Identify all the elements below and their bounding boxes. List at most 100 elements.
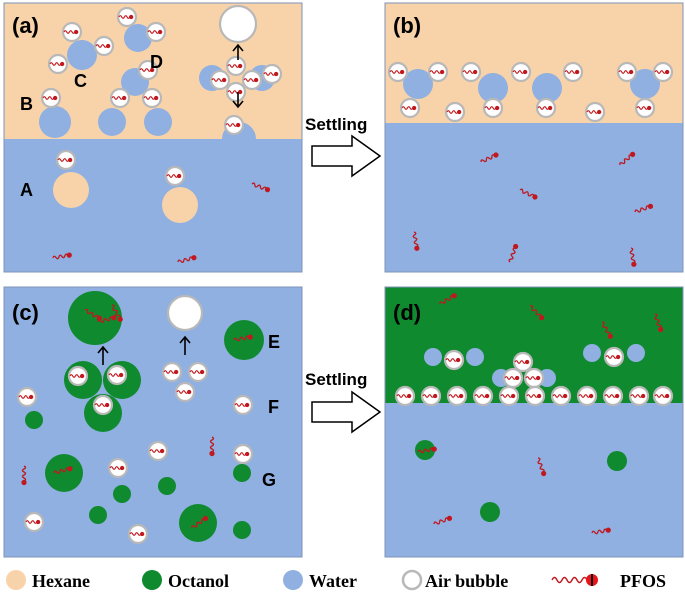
- air-bubble-with-pfos: [446, 385, 468, 407]
- region-label-f: F: [268, 397, 279, 417]
- down-arrow: [232, 92, 244, 109]
- octanol-droplet: [233, 464, 251, 482]
- air-bubble-with-pfos: [109, 87, 131, 109]
- air-bubble-with-pfos: [174, 381, 196, 403]
- air-bubble-with-pfos: [399, 97, 421, 119]
- panel-d-border: [384, 286, 684, 558]
- octanol-droplet: [179, 504, 217, 542]
- air-bubble-with-pfos: [232, 394, 254, 416]
- air-bubble-with-pfos: [634, 97, 656, 119]
- air-bubble-with-pfos: [141, 87, 163, 109]
- air-bubble-with-pfos: [550, 385, 572, 407]
- water-droplet: [403, 69, 433, 99]
- panel-tag-b: (b): [393, 13, 421, 38]
- air-bubble-with-pfos: [603, 346, 625, 368]
- octanol-droplet: [89, 506, 107, 524]
- air-bubble-with-pfos: [652, 61, 674, 83]
- air-bubble-with-pfos: [92, 394, 114, 416]
- air-bubble-with-pfos: [164, 165, 186, 187]
- legend-label-air-bubble: Air bubble: [425, 571, 508, 591]
- air-bubble-with-pfos: [523, 367, 545, 389]
- air-bubble-with-pfos: [61, 21, 83, 43]
- air-bubble-with-pfos: [116, 6, 138, 28]
- octanol-droplet: [480, 502, 500, 522]
- octanol-droplet: [68, 291, 122, 345]
- octanol-droplet: [113, 485, 131, 503]
- legend: Hexane Octanol Water Air bubble PFOS: [6, 569, 666, 591]
- water-droplet: [583, 344, 601, 362]
- air-bubble-with-pfos: [225, 55, 247, 77]
- air-bubble-with-pfos: [93, 35, 115, 57]
- legend-label-pfos: PFOS: [620, 571, 666, 591]
- up-arrow: [232, 43, 244, 60]
- panel-tag-d: (d): [393, 300, 421, 325]
- air-bubble-with-pfos: [444, 101, 466, 123]
- air-bubble-with-pfos: [16, 386, 38, 408]
- air-bubble-with-pfos: [427, 61, 449, 83]
- air-bubble-with-pfos: [616, 61, 638, 83]
- water-droplet: [67, 40, 97, 70]
- legend-item-octanol: Octanol: [142, 570, 229, 591]
- air-bubble-with-pfos: [23, 511, 45, 533]
- legend-item-water: Water: [283, 570, 357, 591]
- air-bubble-with-pfos: [510, 61, 532, 83]
- air-bubble-with-pfos: [460, 61, 482, 83]
- air-bubble-with-pfos: [443, 349, 465, 371]
- air-bubble-with-pfos: [576, 385, 598, 407]
- panel-b: (b): [384, 2, 684, 273]
- legend-item-hexane: Hexane: [6, 570, 90, 591]
- water-droplet: [532, 73, 562, 103]
- water-droplet: [144, 108, 172, 136]
- air-bubble-with-pfos: [241, 69, 263, 91]
- octanol-droplet: [607, 451, 627, 471]
- octanol-droplet: [45, 454, 83, 492]
- panel-tag-c: (c): [12, 300, 39, 325]
- air-bubble-with-pfos: [127, 523, 149, 545]
- air-bubble-with-pfos: [562, 61, 584, 83]
- air-bubble-with-pfos: [40, 87, 62, 109]
- air-bubble-with-pfos: [652, 385, 674, 407]
- settling-arrow-top: Settling: [305, 115, 382, 178]
- region-label-c: C: [74, 71, 87, 91]
- legend-label-water: Water: [309, 571, 357, 591]
- panel-d: (d): [384, 286, 684, 558]
- air-bubble-with-pfos: [498, 385, 520, 407]
- air-bubble-with-pfos: [47, 53, 69, 75]
- panel-a-water-layer: [4, 139, 302, 272]
- legend-label-octanol: Octanol: [168, 571, 229, 591]
- water-droplet: [478, 73, 508, 103]
- air-bubble-with-pfos: [524, 385, 546, 407]
- air-bubble-large: [166, 294, 204, 332]
- water-droplet: [39, 106, 71, 138]
- panel-a-border: [3, 2, 303, 273]
- hexane-swatch-icon: [6, 570, 26, 590]
- up-arrow: [179, 335, 191, 355]
- air-bubble-with-pfos: [394, 385, 416, 407]
- settling-label-bottom: Settling: [305, 370, 367, 389]
- octanol-droplet: [25, 411, 43, 429]
- region-label-g: G: [262, 470, 276, 490]
- octanol-droplet: [233, 521, 251, 539]
- panel-b-border: [384, 2, 684, 273]
- legend-item-air-bubble: Air bubble: [401, 569, 508, 591]
- region-label-d: D: [150, 52, 163, 72]
- air-bubble-with-pfos: [512, 351, 534, 373]
- panel-d-water-layer: [385, 403, 683, 557]
- air-bubble-with-pfos: [232, 443, 254, 465]
- air-bubble-with-pfos: [106, 364, 128, 386]
- air-bubble-with-pfos: [602, 385, 624, 407]
- water-droplet: [466, 348, 484, 366]
- water-droplet: [424, 348, 442, 366]
- panel-a: (a) B C D A: [3, 2, 303, 273]
- pfos-molecule-icon: [551, 574, 598, 586]
- air-bubble-icon: [401, 569, 423, 591]
- air-bubble-with-pfos: [223, 114, 245, 136]
- water-droplet: [98, 108, 126, 136]
- water-swatch-icon: [283, 570, 303, 590]
- air-bubble-with-pfos: [261, 63, 283, 85]
- air-bubble-with-pfos: [535, 97, 557, 119]
- region-label-a: A: [20, 180, 33, 200]
- air-bubble-with-pfos: [209, 69, 231, 91]
- legend-label-hexane: Hexane: [32, 571, 90, 591]
- air-bubble-with-pfos: [161, 361, 183, 383]
